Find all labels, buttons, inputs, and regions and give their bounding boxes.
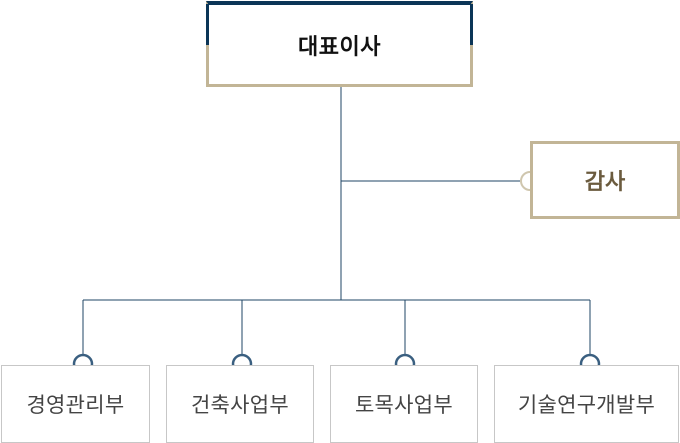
- department-label: 건축사업부: [190, 393, 290, 417]
- ceo-label: 대표이사: [298, 34, 381, 60]
- department-box-rnd: 기술연구개발부: [494, 365, 679, 443]
- ceo-box: 대표이사: [206, 1, 473, 87]
- department-box-civil: 토목사업부: [330, 365, 478, 443]
- department-box-management: 경영관리부: [1, 365, 150, 443]
- department-label: 경영관리부: [26, 393, 125, 417]
- auditor-label: 감사: [584, 170, 626, 195]
- auditor-box: 감사: [530, 141, 680, 219]
- department-label: 토목사업부: [354, 393, 454, 417]
- department-label: 기술연구개발부: [517, 393, 656, 417]
- department-box-architecture: 건축사업부: [166, 365, 314, 443]
